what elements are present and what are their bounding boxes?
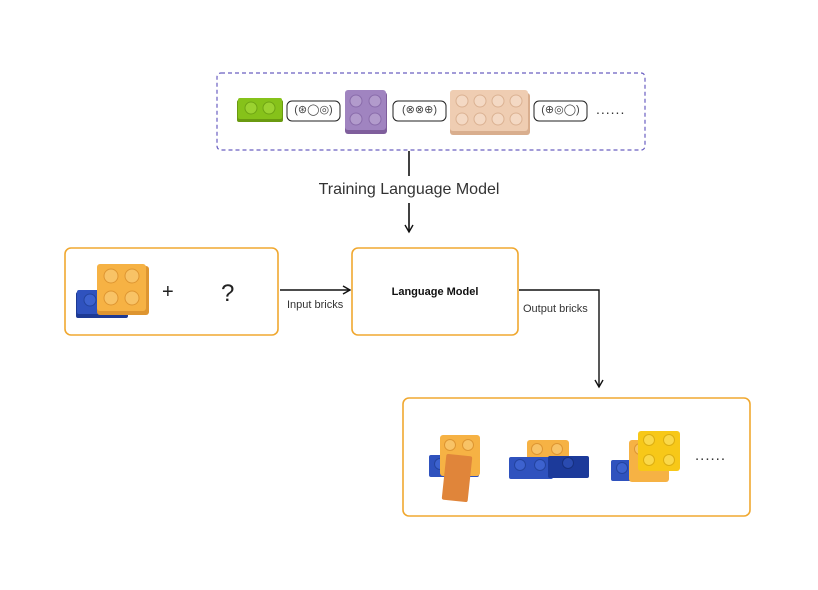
output-combination-1: [429, 435, 480, 503]
plus-sign: +: [162, 281, 174, 303]
language-model-box: [351, 247, 519, 336]
output-ellipsis: ......: [695, 447, 727, 464]
training-label: Training Language Model: [318, 181, 500, 198]
token-3-text: (⊕◎◯): [541, 104, 580, 116]
language-model-label: Language Model: [391, 286, 479, 298]
input-orange-brick: [97, 264, 149, 315]
token-box-3: [533, 100, 588, 122]
token-2-text: (⊗⊗⊕): [402, 104, 437, 116]
training-sequence-ellipsis: ......: [596, 101, 626, 117]
token-box-2: [392, 100, 447, 122]
output-arrow: [519, 289, 604, 389]
token-box-1: [286, 100, 341, 122]
output-edge-label: Output bricks: [523, 303, 588, 315]
question-mark: ?: [221, 280, 235, 307]
input-edge-label: Input bricks: [287, 299, 344, 311]
token-1-text: (⊛◯◎): [294, 104, 333, 116]
green-brick: [237, 98, 283, 122]
training-corpus-box: [216, 72, 646, 151]
peach-brick: [450, 90, 530, 135]
output-combination-3: [611, 431, 680, 482]
output-combination-2: [509, 440, 589, 479]
purple-brick: [345, 90, 387, 134]
